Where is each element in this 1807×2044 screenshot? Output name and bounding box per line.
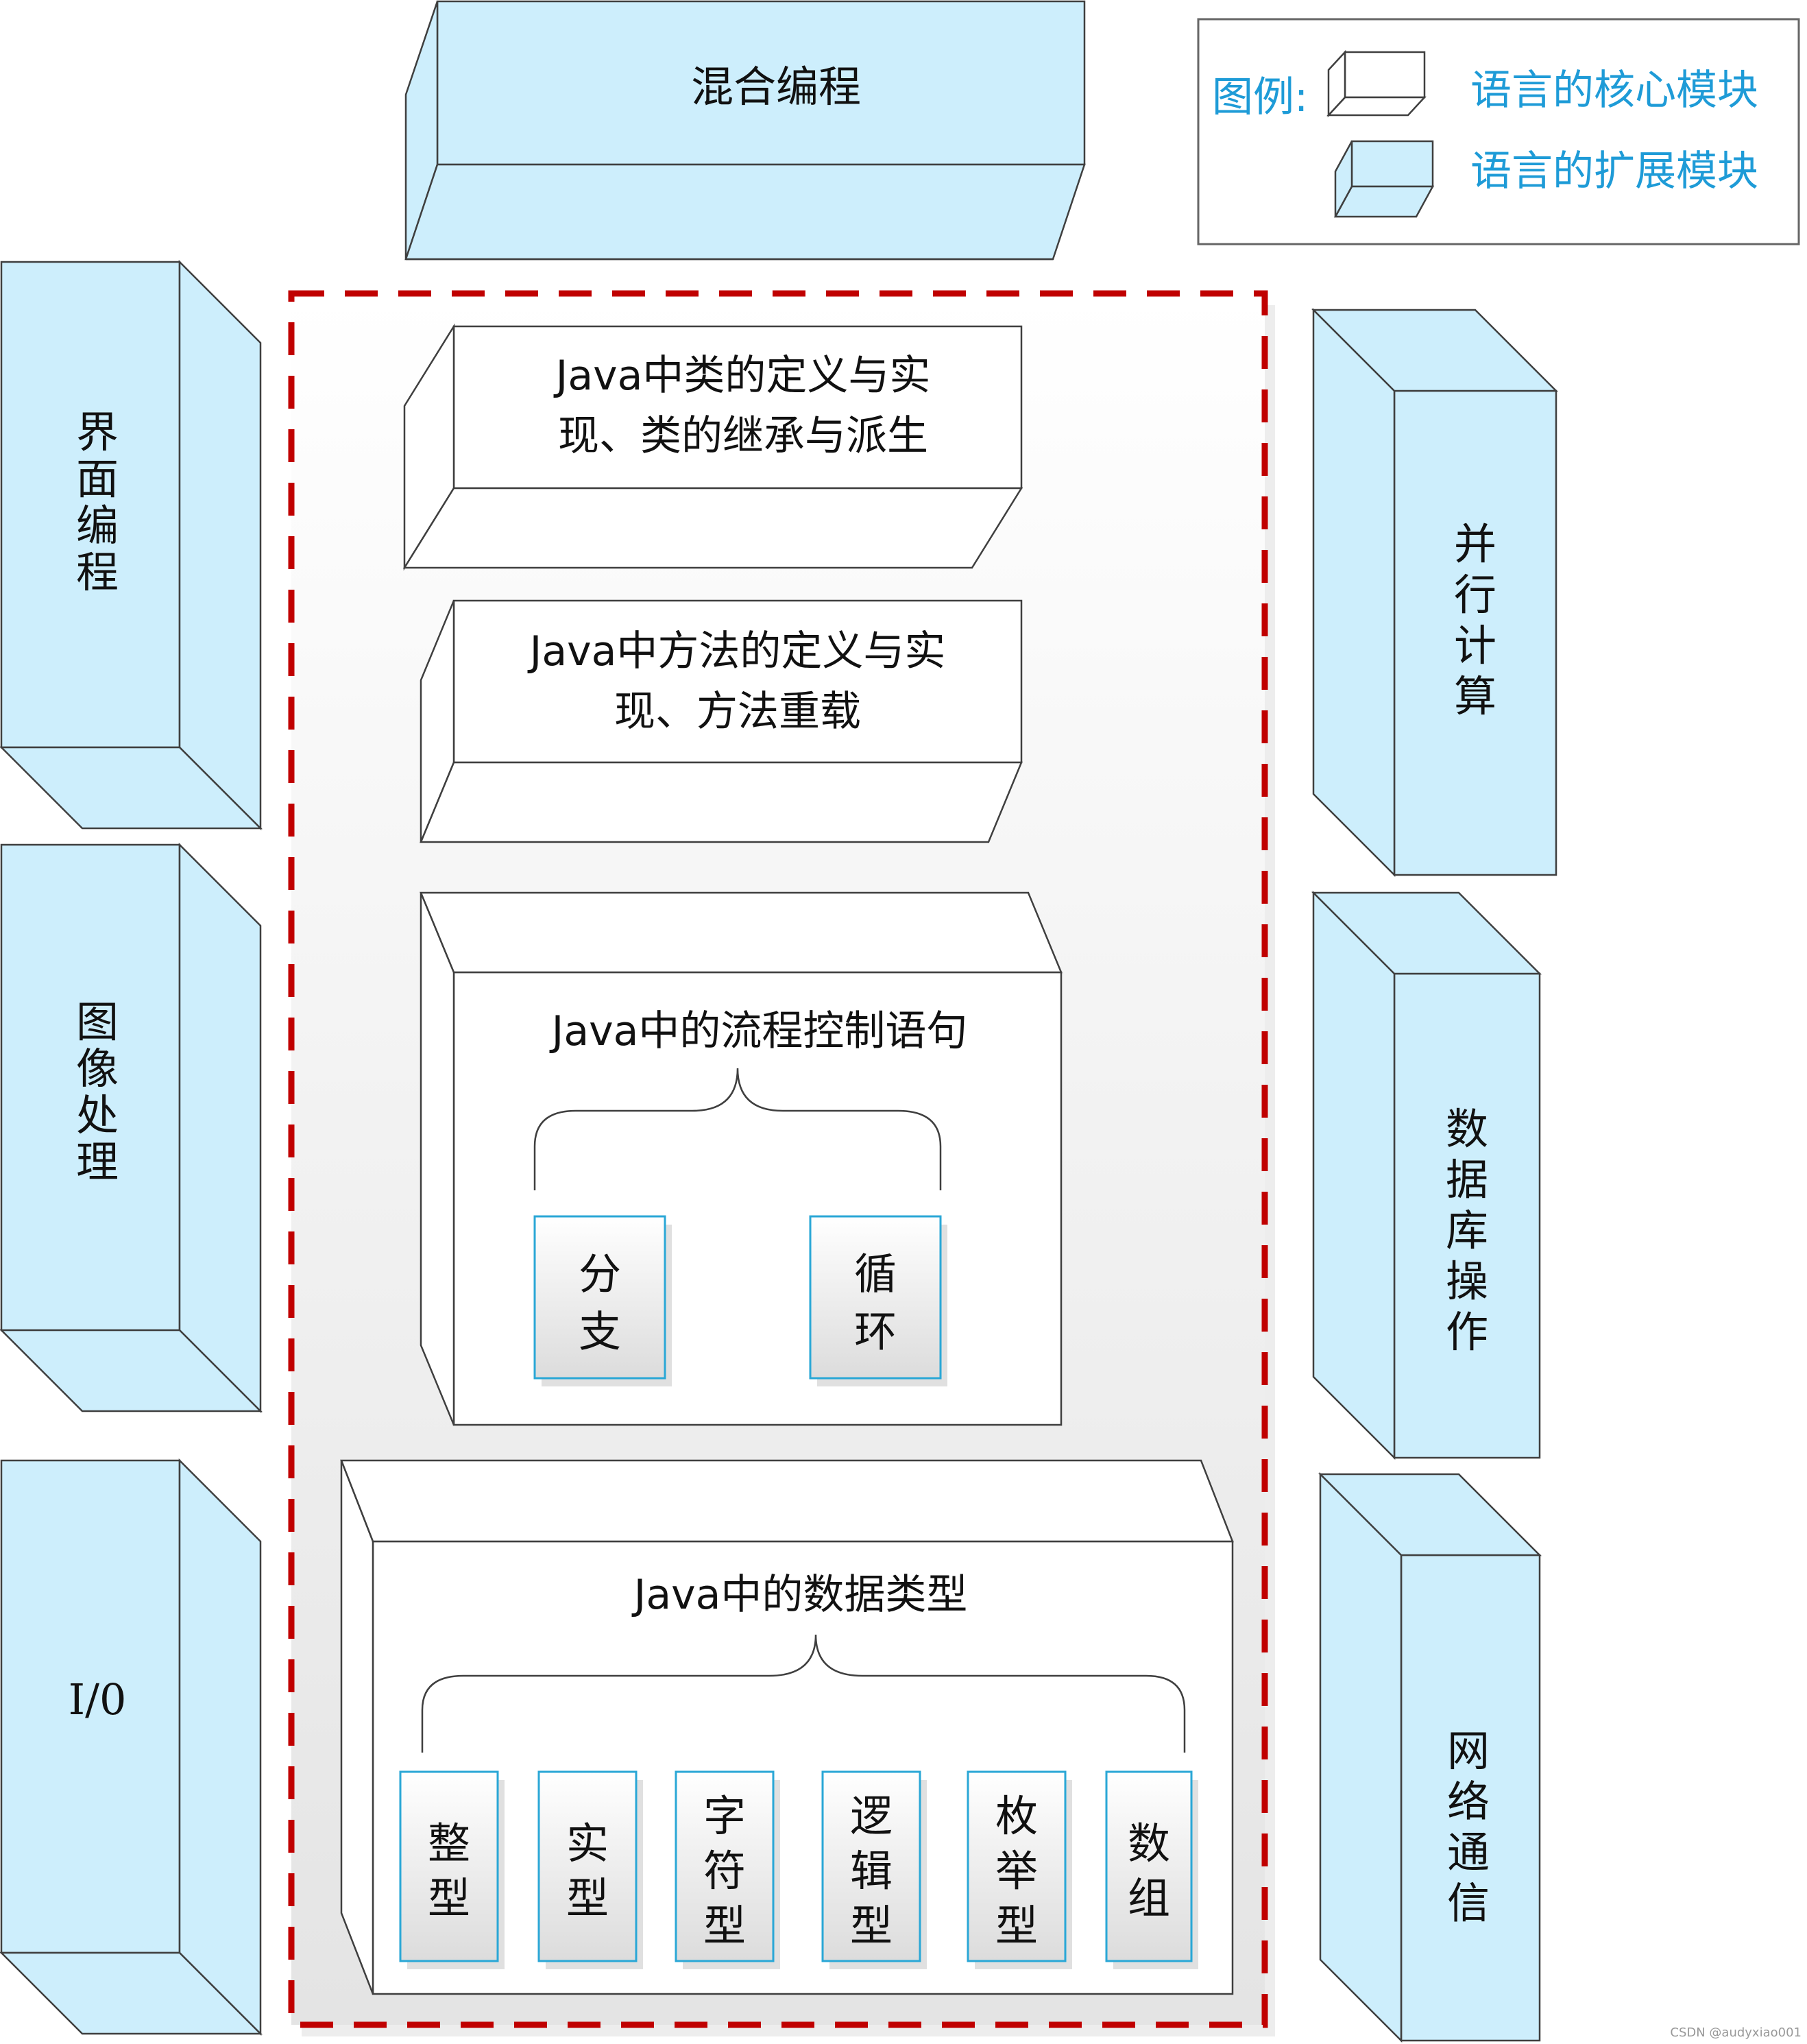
- left-module-label-image: 图像处理: [76, 997, 119, 1187]
- right-module-network: 网络通信: [1318, 1471, 1542, 2043]
- legend-frame: [1197, 18, 1800, 245]
- legend-core-swatch: [1326, 49, 1427, 118]
- control-flow-brace: [533, 1068, 942, 1190]
- legend-title: 图例:: [1212, 73, 1308, 121]
- right-module-parallel-computing: 并行计算: [1311, 307, 1559, 878]
- right-module-label-database: 数据库操作: [1446, 1104, 1488, 1357]
- data-type-label: 字符型: [703, 1791, 746, 1951]
- left-module-io: I/0: [0, 1458, 263, 2036]
- class-def-line-2: 现、类的继承与派生: [558, 412, 928, 460]
- legend-core-label: 语言的核心模块: [1470, 67, 1758, 115]
- data-types-title: Java中的数据类型: [631, 1571, 968, 1619]
- right-module-label-parallel: 并行计算: [1454, 519, 1496, 721]
- legend: 图例: 语言的核心模块 语言的扩展模块: [1197, 18, 1800, 245]
- data-type-box: [1105, 1770, 1193, 1962]
- data-types-brace: [421, 1634, 1186, 1753]
- data-type-label: 数组: [1128, 1818, 1170, 1923]
- left-module-label-io: I/0: [69, 1674, 127, 1724]
- top-module-label: 混合编程: [691, 62, 861, 112]
- class-def-line-1: Java中类的定义与实: [553, 352, 931, 400]
- method-def-line-1: Java中方法的定义与实: [527, 627, 946, 675]
- core-class-definition: Java中类的定义与实 现、类的继承与派生: [402, 323, 1023, 571]
- core-frame: [288, 290, 1268, 2028]
- right-module-database: 数据库操作: [1311, 890, 1542, 1460]
- left-module-label-ui: 界面编程: [76, 407, 119, 597]
- data-type-label: 实型: [566, 1818, 609, 1923]
- left-module-image-processing: 图像处理: [0, 842, 263, 1414]
- data-type-box: [967, 1770, 1067, 1962]
- data-type-box: [821, 1770, 921, 1962]
- loop-label: 循环: [854, 1249, 897, 1356]
- branch-box: [533, 1215, 666, 1380]
- branch-label: 分支: [579, 1249, 621, 1356]
- legend-extension-swatch: [1333, 140, 1435, 218]
- loop-box: [809, 1215, 942, 1380]
- core-control-flow: Java中的流程控制语句 分支 循环: [420, 891, 1063, 1426]
- legend-extension-label: 语言的扩展模块: [1470, 147, 1758, 195]
- data-type-box: [537, 1770, 638, 1962]
- data-type-box: [675, 1770, 775, 1962]
- watermark: CSDN @audyxiao001: [1670, 2025, 1802, 2040]
- left-module-ui-programming: 界面编程: [0, 259, 263, 831]
- data-type-label: 整型: [428, 1818, 470, 1923]
- data-type-box: [399, 1770, 499, 1962]
- right-module-label-network: 网络通信: [1447, 1726, 1490, 1928]
- method-def-line-2: 现、方法重载: [614, 688, 861, 736]
- top-module-mixed-programming: 混合编程: [404, 0, 1086, 261]
- data-type-label: 枚举型: [995, 1791, 1038, 1951]
- core-method-definition: Java中方法的定义与实 现、方法重载: [420, 599, 1023, 843]
- control-flow-title: Java中的流程控制语句: [549, 1007, 968, 1055]
- data-type-label: 逻辑型: [850, 1791, 893, 1951]
